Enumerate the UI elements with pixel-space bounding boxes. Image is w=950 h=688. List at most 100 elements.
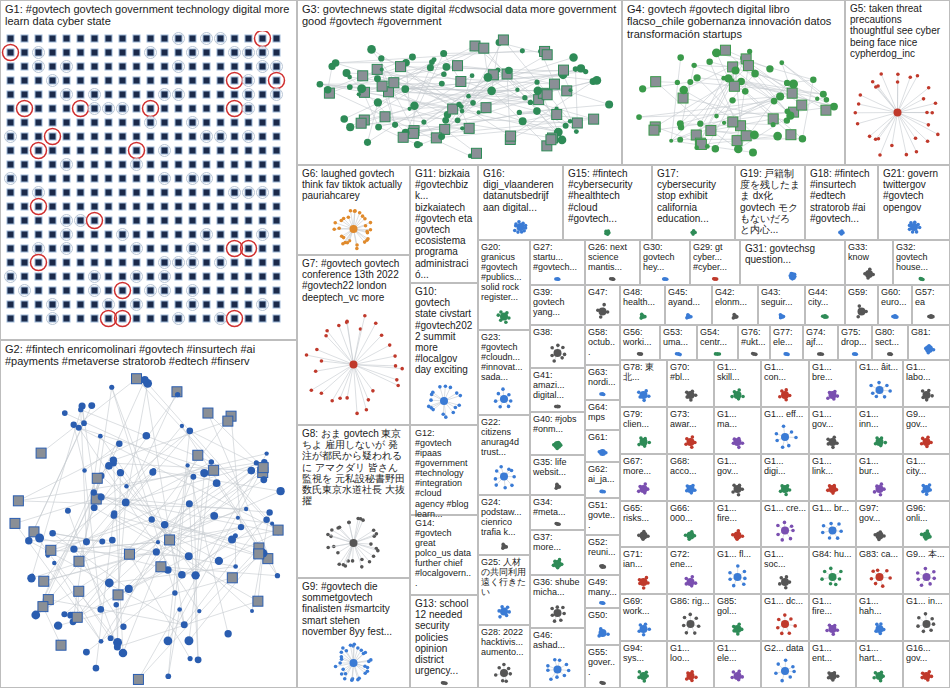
network-node [175, 119, 182, 126]
network-node [336, 526, 340, 530]
network-node [35, 77, 42, 84]
network-avatar [74, 586, 84, 596]
network-node [343, 69, 351, 77]
network-node [273, 77, 280, 84]
group-network [839, 350, 871, 358]
network-node [228, 535, 236, 543]
network-node [330, 399, 334, 403]
network-node [91, 259, 98, 266]
network-avatar [706, 126, 716, 136]
network-node [724, 74, 732, 82]
network-node [191, 571, 199, 579]
network-node [21, 189, 28, 196]
network-node [677, 54, 684, 61]
network-node [217, 259, 224, 266]
network-ring [215, 33, 227, 45]
network-node [21, 287, 28, 294]
network-avatar [203, 408, 213, 418]
network-hub [840, 231, 844, 235]
network-node [161, 91, 168, 98]
network-node [273, 217, 280, 224]
network-node [497, 392, 501, 396]
network-node [203, 259, 210, 266]
group-label: G17: cybersecurity stop exhibit californ… [653, 166, 734, 226]
network-node [639, 85, 646, 92]
network-node [105, 49, 112, 56]
network-node [454, 406, 458, 410]
network-node [369, 228, 373, 232]
network-node [119, 63, 126, 70]
network-node [245, 133, 252, 140]
network-node [470, 100, 476, 106]
network-node [91, 175, 98, 182]
network-tie [36, 444, 120, 615]
network-node [236, 516, 240, 520]
network-node [105, 259, 112, 266]
group-label: G56: worki... [621, 326, 659, 348]
network-node [147, 203, 154, 210]
network-node [343, 241, 347, 245]
network-node [815, 97, 819, 101]
network-avatar [46, 545, 56, 555]
network-node [147, 91, 154, 98]
network-node [896, 72, 900, 76]
network-node [7, 301, 14, 308]
network-tie [684, 90, 735, 119]
group-box: G75: drop... [838, 325, 872, 360]
network-node [245, 77, 252, 84]
network-node [369, 221, 373, 225]
network-node [49, 203, 56, 210]
network-node [77, 147, 84, 154]
network-tie [414, 128, 462, 130]
network-tie [193, 477, 198, 660]
group-label: G58: octub... [586, 326, 619, 358]
network-tie [364, 60, 434, 120]
group-box: G80: sect... [872, 325, 908, 360]
network-node [722, 121, 726, 125]
network-node [189, 119, 196, 126]
network-node [217, 133, 224, 140]
network-node [65, 508, 71, 514]
network-node [259, 63, 266, 70]
network-tie [29, 423, 84, 541]
network-node [250, 609, 254, 613]
network-node [147, 315, 154, 322]
network-node [438, 133, 445, 140]
network-highlight [269, 73, 285, 89]
network-node [503, 486, 507, 490]
network-node [776, 92, 784, 100]
network-node [915, 150, 919, 154]
network-tie [639, 101, 774, 117]
network-node [21, 49, 28, 56]
network-node [147, 189, 154, 196]
network-node [217, 63, 224, 70]
network-node [105, 245, 112, 252]
group-network [741, 269, 844, 283]
network-node [143, 432, 151, 440]
network-node [231, 63, 238, 70]
network-node [456, 102, 461, 107]
network-node [21, 147, 28, 154]
network-node [444, 384, 448, 388]
network-node [175, 392, 180, 397]
network-node [119, 301, 126, 308]
network-hub [853, 352, 857, 356]
group-box: G58: octub... [585, 325, 620, 365]
network-node [231, 35, 238, 42]
network-node [392, 122, 398, 128]
group-network [298, 31, 621, 163]
network-node [21, 203, 28, 210]
network-node [105, 63, 112, 70]
network-node [669, 139, 673, 143]
group-network [586, 275, 639, 283]
network-node [35, 63, 42, 70]
network-node [105, 231, 112, 238]
network-ring [257, 187, 269, 199]
network-node [401, 85, 409, 93]
network-node [516, 230, 520, 234]
network-ring [271, 61, 283, 73]
network-hub [779, 314, 784, 319]
network-node [191, 474, 197, 480]
network-node [161, 119, 168, 126]
network-tie [258, 553, 263, 601]
